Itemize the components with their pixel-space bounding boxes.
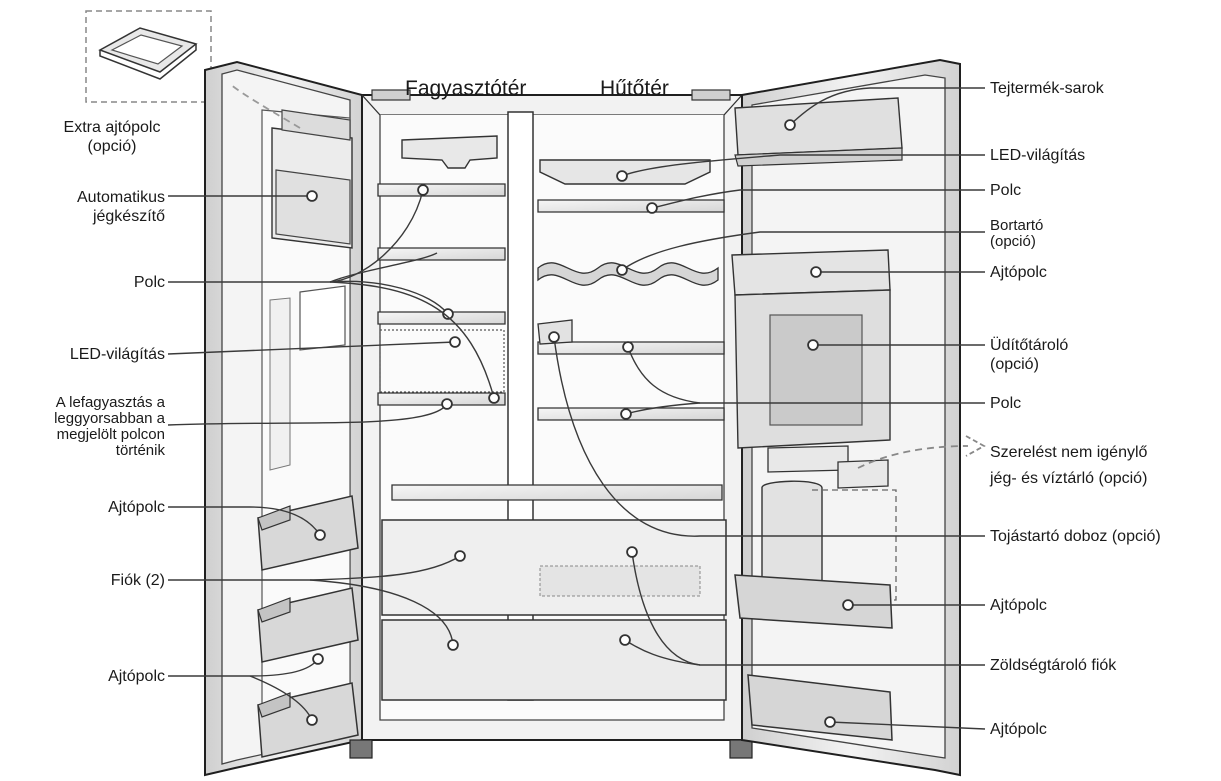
left-door xyxy=(204,60,363,777)
label-right-door-shelf-1: Ajtópolc xyxy=(990,264,1047,281)
label-extra-door-shelf: Extra ajtópolc (opció) xyxy=(63,119,161,155)
cabinet xyxy=(349,89,753,759)
right-door xyxy=(731,58,961,777)
label-right-door-shelf-2: Ajtópolc xyxy=(990,597,1047,614)
label-wine-rack: Bortartó (opció) xyxy=(990,217,1044,250)
label-fridge-shelf-1: Polc xyxy=(990,182,1022,199)
label-freezer-shelf: Polc xyxy=(133,274,165,291)
fridge-heading: Hűtőtér xyxy=(600,77,669,100)
freezer-heading: Fagyasztótér xyxy=(405,77,527,100)
label-fridge-shelf-2: Polc xyxy=(990,395,1022,412)
leader-lines-right xyxy=(548,87,986,730)
label-right-door-shelf-3: Ajtópolc xyxy=(990,721,1047,738)
label-freezer-led: LED-világítás xyxy=(69,346,165,363)
leader-lines-left xyxy=(167,184,500,726)
label-ice-water-tank: Szerelést nem igénylő jég- és víztárló (… xyxy=(990,444,1148,487)
label-ice-maker: Automatikus jégkészítő xyxy=(76,189,165,225)
label-fridge-led: LED-világítás xyxy=(990,147,1086,164)
label-drawers: Fiók (2) xyxy=(110,572,165,589)
label-left-door-shelf-2: Ajtópolc xyxy=(108,668,165,685)
label-left-door-shelf-1: Ajtópolc xyxy=(108,499,165,516)
label-vegetable-drawer: Zöldségtároló fiók xyxy=(990,657,1117,674)
label-can-holder: Üdítőtároló (opció) xyxy=(990,337,1069,373)
label-egg-box: Tojástartó doboz (opció) xyxy=(990,528,1161,545)
label-dairy: Tejtermék-sarok xyxy=(990,80,1104,97)
label-fast-freeze: A lefagyasztás a leggyorsabban a megjelö… xyxy=(54,394,165,459)
extra-door-shelf-inset xyxy=(85,10,233,103)
